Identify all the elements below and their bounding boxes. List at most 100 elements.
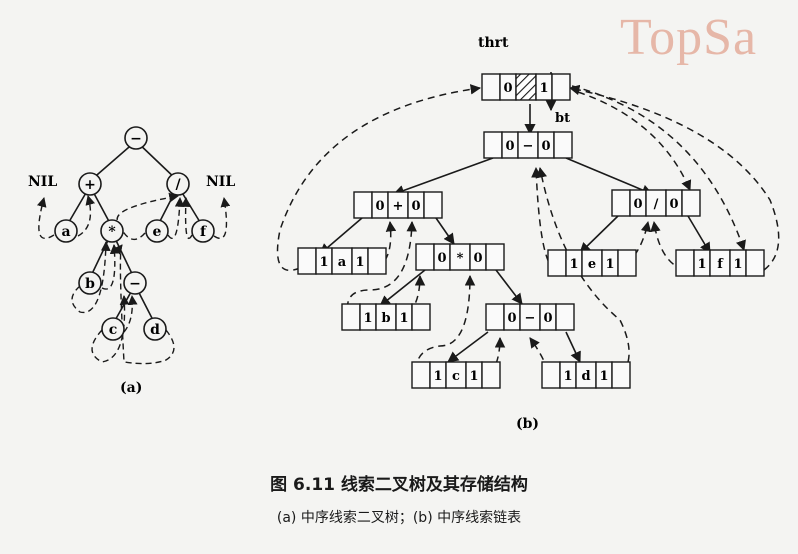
tree-node-circle: f bbox=[191, 219, 215, 243]
record-field bbox=[481, 361, 501, 389]
record-field-text: 0 bbox=[437, 251, 446, 266]
record-field bbox=[411, 303, 431, 331]
record-field-text: 1 bbox=[697, 257, 706, 272]
tree-node-label: e bbox=[153, 224, 162, 240]
record-field bbox=[483, 131, 503, 159]
record-field-text: − bbox=[525, 311, 536, 326]
record-field-text: b bbox=[381, 311, 390, 326]
record-field-text: d bbox=[581, 369, 590, 384]
record-field bbox=[555, 303, 575, 331]
panel-a-label: (a) bbox=[120, 380, 142, 396]
record-field bbox=[341, 303, 361, 331]
record-field bbox=[353, 191, 373, 219]
record-field-text: * bbox=[457, 251, 464, 266]
tree-node-circle: / bbox=[166, 172, 190, 196]
record-field-text: 0 bbox=[411, 199, 420, 214]
tree-node-circle: − bbox=[123, 271, 147, 295]
tree-node-label: d bbox=[150, 322, 160, 338]
thread-record: 0−0 bbox=[483, 131, 573, 159]
panel-a-tree bbox=[36, 140, 231, 365]
thrt-label: thrt bbox=[478, 35, 509, 51]
record-field bbox=[485, 303, 505, 331]
figure-subcaption: (a) 中序线索二叉树；(b) 中序线索链表 bbox=[276, 510, 522, 526]
record-field bbox=[745, 249, 765, 277]
watermark: TopSa bbox=[620, 9, 758, 66]
record-field-text: 1 bbox=[399, 311, 408, 326]
thread-record: 0−0 bbox=[485, 303, 575, 331]
tree-node-circle: − bbox=[124, 126, 148, 150]
thread-record: 0 * 0 bbox=[415, 243, 505, 271]
record-field-text: 1 bbox=[599, 369, 608, 384]
bt-label: bt bbox=[555, 111, 570, 126]
figure-caption: 图 6.11 线索二叉树及其存储结构 bbox=[270, 475, 528, 495]
record-field bbox=[547, 249, 567, 277]
record-field-text: 1 bbox=[605, 257, 614, 272]
record-field bbox=[611, 361, 631, 389]
tree-node-label: / bbox=[175, 177, 181, 193]
record-field-text: 0 bbox=[541, 139, 550, 154]
record-field-text: 0 bbox=[503, 81, 512, 96]
record-field-text: 1 bbox=[539, 81, 548, 96]
tree-node-label: − bbox=[129, 276, 141, 292]
tree-node-circle: * bbox=[100, 219, 124, 243]
record-field-text: + bbox=[393, 199, 404, 214]
record-field-text: e bbox=[588, 257, 596, 272]
record-field-text: f bbox=[717, 257, 724, 272]
record-field bbox=[553, 131, 573, 159]
nil-right-label: NIL bbox=[206, 174, 235, 190]
thread-record: 0 / 0 bbox=[611, 189, 701, 217]
record-field-text: − bbox=[523, 139, 534, 154]
tree-node-circle: d bbox=[143, 317, 167, 341]
tree-node-label: a bbox=[61, 224, 70, 240]
record-field bbox=[617, 249, 637, 277]
panel-b-label: (b) bbox=[516, 416, 539, 432]
record-field bbox=[611, 189, 631, 217]
tree-node-circle: a bbox=[54, 219, 78, 243]
nil-left-label: NIL bbox=[28, 174, 57, 190]
record-field-text: 1 bbox=[355, 255, 364, 270]
record-field bbox=[367, 247, 387, 275]
record-field-text: 1 bbox=[469, 369, 478, 384]
record-field-text: 0 bbox=[633, 197, 642, 212]
thread-record: 0 +0 bbox=[353, 191, 443, 219]
record-field bbox=[485, 243, 505, 271]
record-field-text: 0 bbox=[375, 199, 384, 214]
tree-node-label: f bbox=[200, 224, 207, 240]
record-field bbox=[551, 73, 571, 101]
record-field-text: 1 bbox=[563, 369, 572, 384]
tree-node-label: − bbox=[130, 131, 142, 147]
record-field-text: c bbox=[452, 369, 460, 384]
record-field-text: 1 bbox=[733, 257, 742, 272]
tree-node-circle: c bbox=[101, 317, 125, 341]
record-field-text: 1 bbox=[569, 257, 578, 272]
tree-node-label: + bbox=[84, 177, 96, 193]
record-field-text: 0 bbox=[669, 197, 678, 212]
record-field-text: 1 bbox=[363, 311, 372, 326]
record-field bbox=[515, 73, 537, 101]
record-field-text: 0 bbox=[543, 311, 552, 326]
record-field-text: 1 bbox=[319, 255, 328, 270]
record-field-text: a bbox=[338, 255, 347, 270]
record-field bbox=[411, 361, 431, 389]
tree-node-circle: e bbox=[145, 219, 169, 243]
record-field bbox=[415, 243, 435, 271]
record-field-text: / bbox=[654, 197, 659, 212]
tree-node-label: * bbox=[108, 224, 116, 240]
record-field-text: 0 bbox=[507, 311, 516, 326]
panel-b-links bbox=[276, 72, 780, 383]
record-field bbox=[481, 73, 501, 101]
tree-node-label: c bbox=[109, 322, 118, 338]
record-field bbox=[681, 189, 701, 217]
tree-node-circle: + bbox=[78, 172, 102, 196]
record-field bbox=[297, 247, 317, 275]
record-field-text: 0 bbox=[473, 251, 482, 266]
